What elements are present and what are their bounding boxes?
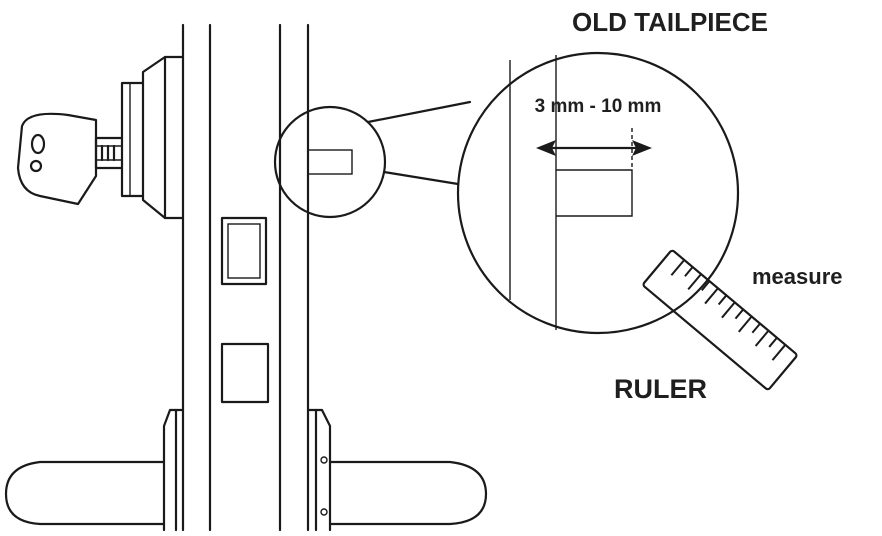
ruler-tick xyxy=(717,294,728,306)
ruler-icon xyxy=(642,249,798,391)
latch-opening-lower xyxy=(220,342,270,404)
ruler-tick xyxy=(754,330,770,347)
detail-marker-circle xyxy=(273,105,387,219)
ruler-tick xyxy=(721,301,736,319)
lever-handle-left xyxy=(4,408,185,532)
zoom-connector-upper xyxy=(366,100,472,124)
ruler-tick xyxy=(701,280,711,292)
ruler-tick xyxy=(771,344,787,361)
measure-label: measure xyxy=(752,264,843,289)
ruler-tick xyxy=(684,266,694,277)
latch-opening-upper xyxy=(220,216,268,286)
ruler-tick xyxy=(734,308,744,320)
ruler-tick xyxy=(751,322,761,334)
lever-handle-right xyxy=(306,408,488,532)
dimension-arrow xyxy=(536,140,652,156)
ruler-tick xyxy=(704,287,719,305)
ruler-tick xyxy=(768,337,778,348)
key xyxy=(16,112,124,206)
door-edge xyxy=(181,23,310,532)
ruler-tick xyxy=(670,259,685,276)
magnified-detail xyxy=(456,51,740,335)
deadbolt-cylinder xyxy=(120,55,185,220)
zoom-connector-lower xyxy=(382,170,460,186)
ruler-tick xyxy=(738,315,753,333)
ruler-label: RULER xyxy=(614,374,707,404)
title-label: OLD TAILPIECE xyxy=(572,7,768,37)
measurement-label: 3 mm - 10 mm xyxy=(535,96,662,117)
ruler-tick xyxy=(687,273,702,291)
